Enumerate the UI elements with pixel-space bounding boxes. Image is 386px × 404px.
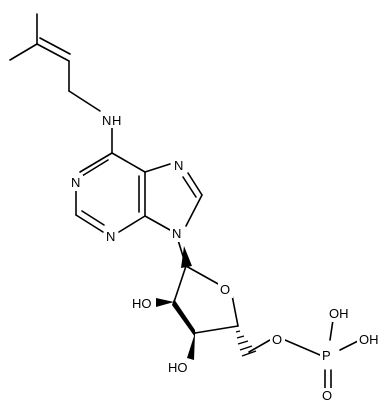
- bond-cc-double-a: [36, 43, 70, 62]
- atom-labels: N H N N N N O O P O OH OH HO HO: [69, 112, 381, 404]
- bond-n7-c8-double: [182, 176, 197, 198]
- bond-c5-o5: [248, 339, 271, 353]
- n7-label: N: [174, 158, 183, 173]
- bond-n9-c4: [144, 215, 171, 231]
- bond-n7-c8: [187, 172, 203, 196]
- ring-oxygen-label: O: [220, 282, 230, 297]
- bond-p-oh-right: [339, 339, 361, 351]
- c3-hydroxyl-label: HO: [168, 360, 188, 375]
- c2-hydroxyl-label: HO: [132, 296, 152, 311]
- prenyl-chain: [9, 13, 101, 112]
- bond-c6-n1-double: [81, 159, 109, 177]
- bold-c2-c3: [172, 299, 195, 337]
- bond-ch2-n: [68, 90, 101, 112]
- bond-c2-n3-double: [81, 210, 105, 226]
- wedge-c3-oh: [187, 333, 195, 360]
- amine-nitrogen-label: N: [102, 113, 111, 128]
- amine-hydrogen-label: H: [112, 113, 121, 128]
- n1-label: N: [71, 175, 80, 190]
- bond-c8-n9: [185, 194, 203, 227]
- n3-label: N: [106, 229, 115, 244]
- bond-cc-double-b: [39, 37, 71, 55]
- bond-c-methyl-a: [9, 43, 38, 61]
- ribose-ring: [156, 239, 271, 360]
- bond-p-oh-top: [329, 319, 334, 341]
- bond-c5-c6: [111, 152, 146, 173]
- bond-c1-o4: [185, 265, 221, 286]
- hash-c4-c5: [235, 330, 257, 357]
- bond-c5-n7: [144, 163, 171, 173]
- bond-c4-c3: [194, 325, 239, 334]
- bond-o5-p: [284, 339, 321, 356]
- ester-oxygen-label: O: [272, 332, 282, 347]
- wedge-c2-oh: [156, 298, 174, 307]
- n9-label: N: [172, 226, 181, 241]
- bond-c6-n1: [79, 152, 113, 173]
- bond-c2-n3: [75, 214, 104, 233]
- phosphate-oh-right-label: OH: [359, 332, 379, 347]
- phosphorus-label: P: [322, 348, 331, 363]
- phosphate-oh-top-label: OH: [329, 306, 349, 321]
- phosphoryl-oxygen-label: O: [322, 388, 332, 403]
- purine-ring: [75, 127, 203, 233]
- bond-c2-c1: [173, 265, 187, 303]
- wedge-n9-c1: [181, 246, 192, 268]
- bond-n3-c4: [118, 215, 146, 233]
- phosphate-group: [284, 319, 361, 389]
